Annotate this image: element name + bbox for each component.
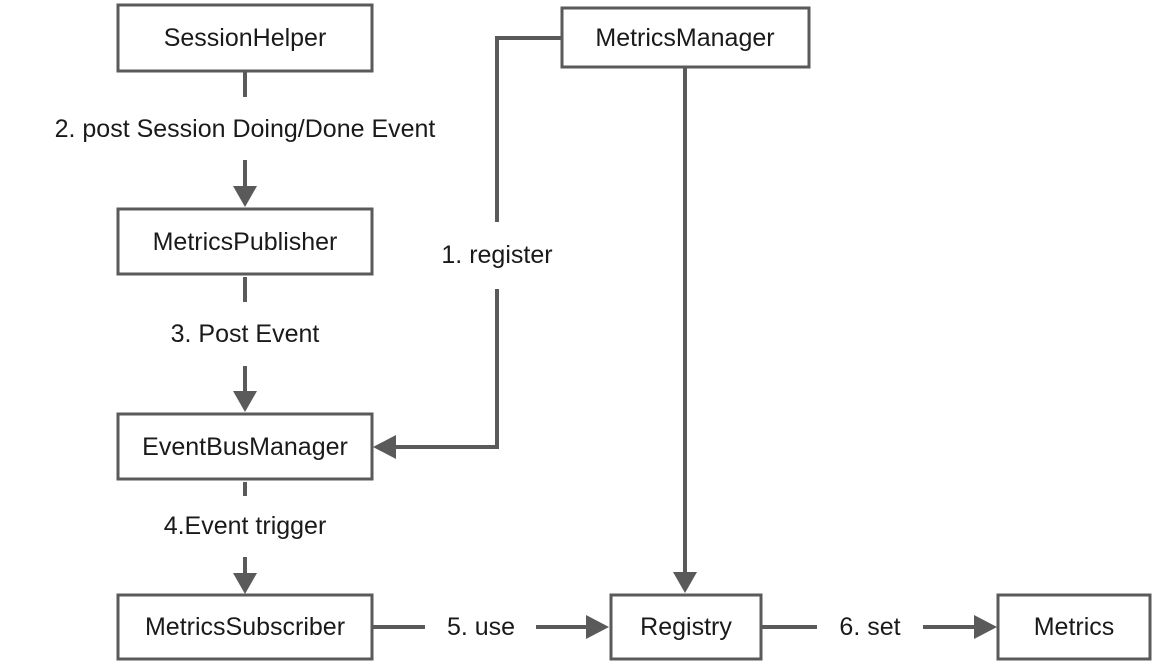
node-label-metrics-manager: MetricsManager xyxy=(595,24,774,52)
node-metrics-publisher: MetricsPublisher xyxy=(116,207,374,276)
edge-label-event-trigger: 4.Event trigger xyxy=(164,512,327,540)
node-registry: Registry xyxy=(609,593,763,661)
node-metrics-manager: MetricsManager xyxy=(560,6,811,69)
edge-metrics-manager-to-registry xyxy=(673,67,697,593)
edge-session-helper-to-publisher: 2. post Session Doing/Done Event xyxy=(55,72,436,207)
edge-publisher-to-event-bus: 3. Post Event xyxy=(171,277,320,412)
node-label-metrics-publisher: MetricsPublisher xyxy=(153,228,338,256)
node-label-registry: Registry xyxy=(640,613,732,641)
edge-label-set: 6. set xyxy=(839,613,900,641)
node-event-bus-manager: EventBusManager xyxy=(116,412,374,481)
edge-label-use: 5. use xyxy=(447,613,515,641)
node-label-session-helper: SessionHelper xyxy=(164,24,327,52)
edge-event-bus-to-subscriber: 4.Event trigger xyxy=(164,482,327,594)
edge-subscriber-to-registry: 5. use xyxy=(373,613,609,641)
node-metrics: Metrics xyxy=(996,593,1152,661)
node-label-event-bus-manager: EventBusManager xyxy=(142,433,348,461)
node-metrics-subscriber: MetricsSubscriber xyxy=(116,593,374,661)
node-label-metrics: Metrics xyxy=(1034,613,1115,641)
edge-metrics-manager-to-event-bus: 1. register xyxy=(373,36,561,459)
node-label-metrics-subscriber: MetricsSubscriber xyxy=(145,613,345,641)
edge-label-post-event: 3. Post Event xyxy=(171,320,320,348)
edge-registry-to-metrics: 6. set xyxy=(762,613,997,641)
edge-label-post-session-event: 2. post Session Doing/Done Event xyxy=(55,115,436,143)
edge-label-register: 1. register xyxy=(441,241,552,269)
node-session-helper: SessionHelper xyxy=(116,3,374,73)
